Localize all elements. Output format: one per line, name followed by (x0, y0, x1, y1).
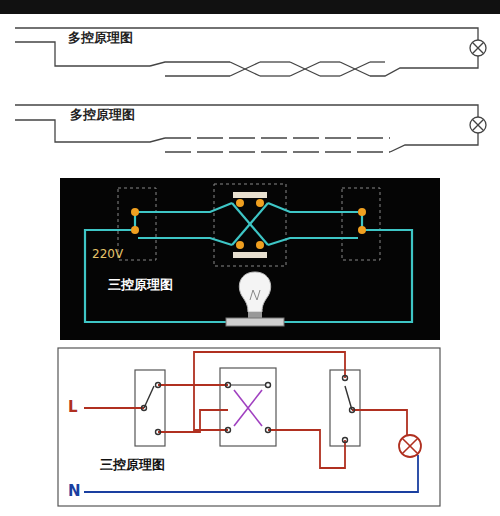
top-bar (0, 0, 500, 14)
lamp-symbol (399, 435, 421, 457)
switch-boxes (118, 184, 380, 266)
switch-plates (135, 368, 360, 446)
multi-control-wiring-1 (15, 28, 486, 76)
red-wires (84, 352, 418, 492)
diagram-title: 三控原理图 (108, 278, 173, 293)
line-terminal-label: L (68, 399, 78, 416)
diagram-title: 多控原理图 (70, 108, 135, 123)
switch-levers (142, 376, 355, 443)
teal-wires (85, 203, 412, 322)
diagram-title: 多控原理图 (68, 31, 133, 46)
switch-contacts (131, 192, 366, 258)
diagram-title: 三控原理图 (100, 458, 165, 473)
bottom-panel (58, 348, 440, 506)
cross-contacts (230, 385, 266, 426)
voltage-label: 220V (92, 248, 123, 262)
multi-control-wiring-2 (15, 105, 486, 152)
neutral-terminal-label: N (68, 483, 81, 500)
black-panel (60, 178, 440, 340)
light-bulb (226, 272, 284, 326)
